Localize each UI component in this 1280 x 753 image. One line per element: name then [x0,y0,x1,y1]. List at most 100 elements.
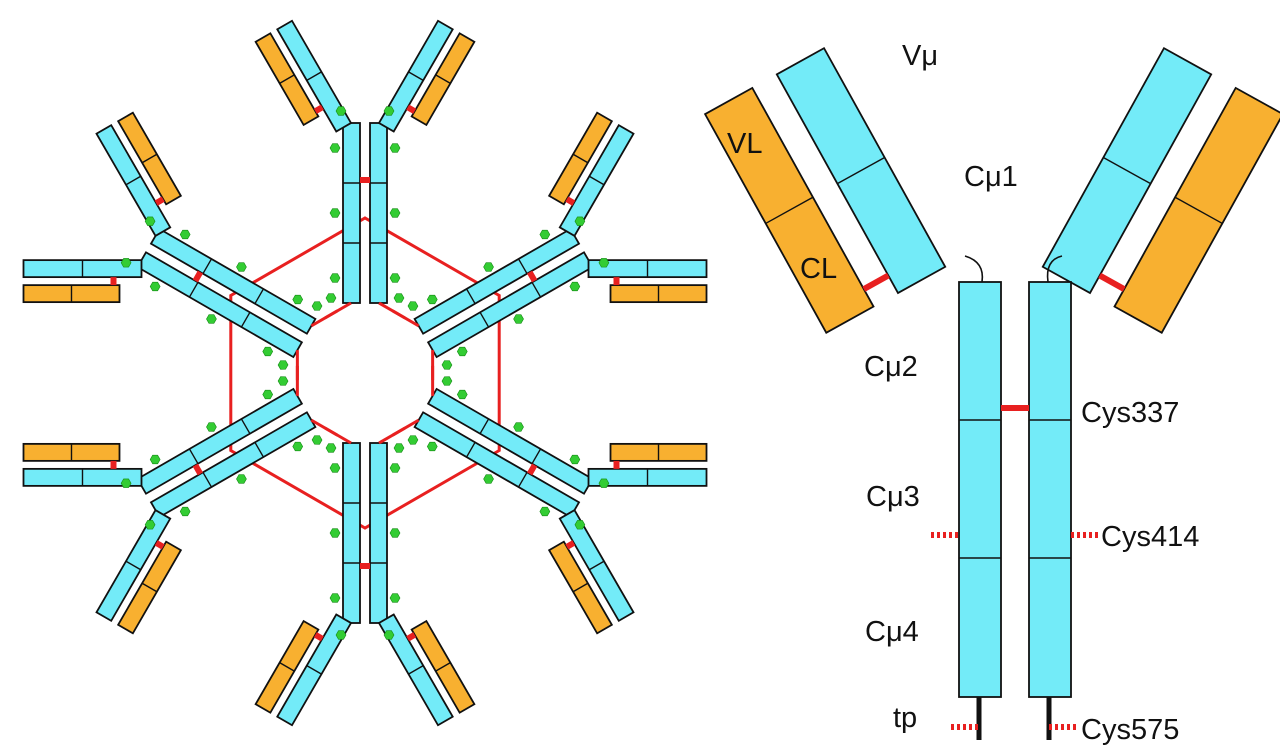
glycan [568,452,582,467]
glycan [440,357,454,372]
glycan [234,260,249,274]
hexamer-fab-left [547,111,635,238]
right-fab [1041,46,1280,334]
heavy-chain-fc-left [958,281,1002,698]
glycan [178,227,192,242]
glycan [204,312,219,326]
glycan [389,208,401,218]
hexamer-fab-right [95,111,183,238]
glycan [393,443,405,453]
glycan [148,279,162,294]
glycan [291,439,305,454]
heavy-chain-fc-right [1028,281,1072,698]
label-cmu1: Cμ1 [964,161,1018,193]
glycan [325,293,337,303]
glycan [481,472,496,486]
glycan [329,528,341,538]
glycan [310,432,324,447]
hexamer-fab-right [254,613,353,727]
hexamer-fc-chain-b [342,442,361,624]
glycan [178,504,192,519]
hexamer-fab-left [95,508,183,635]
glycan [329,593,341,603]
glycan [383,630,395,640]
hexamer-monomer-3 [391,365,708,635]
glycan [276,374,290,389]
glycan [383,106,395,116]
hexamer-fc-chain-a [342,122,361,304]
glycan [481,260,496,274]
glycan [538,227,552,242]
glycan [325,443,337,453]
hexamer-fab-left [587,442,708,487]
label-cmu4: Cμ4 [865,616,919,648]
glycan [406,432,420,447]
hl-disulfide-right [1098,272,1126,292]
hinge-right [1046,255,1063,283]
hexamer-monomer-1 [254,19,476,320]
hexamer-fab-left [22,259,143,304]
glycan [204,420,219,434]
glycan [389,593,401,603]
hexamer-fc-bond [527,463,538,476]
label-cmu2: Cμ2 [864,351,918,383]
glycan [511,420,526,434]
glycan [425,292,439,307]
hexamer-monomer-6 [22,111,339,381]
hexamer-fab-right [22,442,143,487]
glycan [455,387,469,402]
glycan [329,143,341,153]
glycan [389,528,401,538]
glycan [389,463,401,473]
glycan [291,292,305,307]
igm-hexamer [22,19,708,727]
hl-disulfide-left [862,272,890,292]
igm-monomer: Vμ VL Cμ1 CL Cμ2 Cys337 Cμ3 Cys414 Cμ4 t… [703,40,1280,746]
glycan [310,299,324,314]
label-cys575: Cys575 [1081,714,1179,746]
hexamer-monomer-4 [254,426,476,727]
glycan [148,452,162,467]
glycan [234,472,249,486]
label-tp: tp [893,702,917,734]
hexamer-fc-bond [527,270,538,283]
glycan [329,463,341,473]
inter-monomer-disulfide-ring [229,216,501,530]
hexamer-fab-right [547,508,635,635]
label-vl: VL [727,128,762,160]
hinge-left [964,255,984,283]
glycan [406,299,420,314]
glycan [393,293,405,303]
glycan [276,357,290,372]
hexamer-fc-bond [192,463,203,476]
glycan [335,630,347,640]
glycan [329,273,341,283]
glycan [261,387,275,402]
hexamer-fab-left [254,19,353,133]
hexamer-monomer-2 [391,111,708,381]
glycan [389,273,401,283]
hexamer-fc-chain-a [369,442,388,624]
glycan [335,106,347,116]
label-cl: CL [800,253,837,285]
glycan [440,374,454,389]
label-cmu3: Cμ3 [866,481,920,513]
glycan [261,344,275,359]
hexamer-fab-right [587,259,708,304]
hexamer-fab-left [377,613,476,727]
glycan [329,208,341,218]
label-cys337: Cys337 [1081,397,1179,429]
glycan [538,504,552,519]
label-cys414: Cys414 [1101,521,1199,553]
glycan [511,312,526,326]
label-vmu: Vμ [902,40,938,72]
glycan [425,439,439,454]
glycan [389,143,401,153]
hexamer-monomer-5 [22,365,339,635]
glycan [568,279,582,294]
glycan [455,344,469,359]
hexamer-fc-bond [192,270,203,283]
hexamer-fc-chain-b [369,122,388,304]
left-fab [703,46,947,334]
